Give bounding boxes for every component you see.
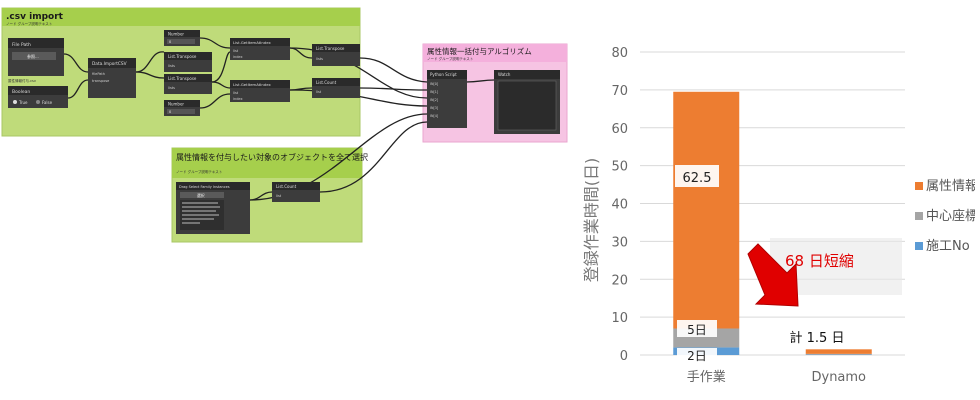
label-dynamo-total: 計 1.5 日 xyxy=(790,330,845,346)
node-number-2[interactable]: Number 0 xyxy=(164,100,200,116)
legend-label-center: 中心座標 xyxy=(926,209,975,224)
svg-text:Boolean: Boolean xyxy=(12,89,30,95)
svg-text:index: index xyxy=(233,55,243,59)
node-python-script[interactable]: Python Script IN[0] IN[1] IN[2] IN[3] IN… xyxy=(427,70,467,128)
svg-text:IN[1]: IN[1] xyxy=(430,90,438,94)
svg-text:filePath: filePath xyxy=(92,72,105,76)
svg-text:Drag Select Family Instances: Drag Select Family Instances xyxy=(179,185,230,189)
svg-text:lists: lists xyxy=(316,57,323,61)
y-tick-label: 20 xyxy=(611,273,628,288)
svg-text:List.Transpose: List.Transpose xyxy=(168,76,197,81)
svg-text:Watch: Watch xyxy=(498,72,511,77)
x-tick-label: 手作業 xyxy=(687,369,726,385)
bar-segment xyxy=(805,353,872,355)
svg-text:Number: Number xyxy=(168,32,184,37)
svg-text:List.Count: List.Count xyxy=(316,80,337,85)
legend-swatch-no xyxy=(915,242,923,250)
node-import-csv[interactable]: Data.ImportCSV filePath transpose xyxy=(88,58,136,98)
bar-segment xyxy=(673,91,740,329)
node-list-transpose-1[interactable]: List.Transpose lists xyxy=(164,52,212,72)
file-path-value: 属性情報付与.csv xyxy=(8,78,36,83)
y-tick-label: 10 xyxy=(611,311,628,326)
group-select-subtitle: ノード グループ説明テキスト xyxy=(176,169,222,174)
y-tick-label: 80 xyxy=(611,46,628,61)
y-tick-label: 40 xyxy=(611,198,628,213)
group-algo-subtitle: ノード グループ説明テキスト xyxy=(427,56,473,61)
node-number-1[interactable]: Number 0 xyxy=(164,30,200,46)
svg-text:index: index xyxy=(233,97,243,101)
svg-text:List.Count: List.Count xyxy=(276,184,297,189)
y-tick-label: 0 xyxy=(620,349,628,364)
boolean-false-radio[interactable] xyxy=(36,100,40,104)
y-tick-label: 30 xyxy=(611,235,628,250)
node-list-transpose-2[interactable]: List.Transpose lists xyxy=(164,74,212,94)
svg-text:IN[4]: IN[4] xyxy=(430,114,438,118)
y-axis-ticks: 0 10 20 30 40 50 60 70 80 xyxy=(611,46,628,364)
y-axis-label: 登録作業時間(日) xyxy=(582,158,601,283)
annotation-text: 68 日短縮 xyxy=(785,252,854,270)
node-get-item-1[interactable]: List.GetItemAtIndex list index xyxy=(230,38,290,60)
selected-ids-list xyxy=(182,202,220,224)
y-tick-label: 70 xyxy=(611,84,628,99)
file-path-browse-button[interactable] xyxy=(12,52,56,60)
svg-text:0: 0 xyxy=(169,110,171,114)
group-algo-title: 属性情報一括付与アルゴリズム xyxy=(427,46,532,56)
label-manual-center: 5日 xyxy=(687,323,707,337)
node-select-elements[interactable]: Drag Select Family Instances 選択 xyxy=(176,182,250,234)
legend-label-no: 施工No xyxy=(926,239,970,254)
svg-text:IN[0]: IN[0] xyxy=(430,82,438,86)
node-boolean[interactable]: Boolean True False xyxy=(8,86,68,108)
svg-text:List.Transpose: List.Transpose xyxy=(316,46,345,51)
svg-text:参照...: 参照... xyxy=(27,53,39,59)
red-arrow xyxy=(747,243,799,307)
x-axis-ticks: 手作業 Dynamo xyxy=(687,369,866,385)
node-watch[interactable]: Watch xyxy=(494,70,560,134)
group-csv-title: .csv import xyxy=(6,12,64,22)
bar-segment xyxy=(805,349,872,354)
node-file-path[interactable]: File Path 参照... 属性情報付与.csv xyxy=(8,38,64,83)
svg-text:list: list xyxy=(276,194,282,198)
select-button[interactable] xyxy=(180,192,224,198)
svg-text:False: False xyxy=(42,100,53,105)
data-labels: 62.5 5日 2日 計 1.5 日 xyxy=(675,165,844,363)
legend-swatch-center xyxy=(915,212,923,220)
legend-swatch-attr xyxy=(915,182,923,190)
node-get-item-2[interactable]: List.GetItemAtIndex list index xyxy=(230,80,290,102)
node-list-transpose-3[interactable]: List.Transpose lists xyxy=(312,44,360,66)
group-select-title: 属性情報を付与したい対象のオブジェクトを全て選択 xyxy=(176,152,368,162)
node-list-count-1[interactable]: List.Count list xyxy=(312,78,360,98)
svg-text:File Path: File Path xyxy=(12,42,31,48)
legend: 属性情報 中心座標 施工No xyxy=(915,179,975,254)
bar-chart: 0 10 20 30 40 50 60 70 80 登録作業時間(日) 手作業 Dynamo 62… xyxy=(582,46,975,385)
svg-text:0: 0 xyxy=(169,40,171,44)
label-manual-no: 2日 xyxy=(687,349,707,363)
x-tick-label: Dynamo xyxy=(811,370,866,385)
svg-text:Python Script: Python Script xyxy=(430,72,457,77)
y-tick-label: 60 xyxy=(611,122,628,137)
group-csv-subtitle: ノード グループ説明テキスト xyxy=(6,21,52,26)
boolean-true-radio[interactable] xyxy=(13,100,17,104)
y-tick-label: 50 xyxy=(611,160,628,175)
svg-text:IN[2]: IN[2] xyxy=(430,98,438,102)
legend-label-attr: 属性情報 xyxy=(926,179,975,194)
svg-text:List.GetItemAtIndex: List.GetItemAtIndex xyxy=(233,40,271,45)
svg-text:IN[3]: IN[3] xyxy=(430,106,438,110)
label-manual-attr: 62.5 xyxy=(683,171,712,186)
svg-text:選択: 選択 xyxy=(197,193,205,198)
svg-text:Number: Number xyxy=(168,102,184,107)
svg-text:List.Transpose: List.Transpose xyxy=(168,54,197,59)
svg-text:list: list xyxy=(233,91,239,95)
svg-text:List.GetItemAtIndex: List.GetItemAtIndex xyxy=(233,82,271,87)
node-list-count-2[interactable]: List.Count list xyxy=(272,182,320,202)
svg-text:lists: lists xyxy=(168,86,175,90)
svg-text:list: list xyxy=(233,49,239,53)
chart-bars xyxy=(673,91,872,355)
svg-text:True: True xyxy=(18,100,28,105)
dynamo-graph: .csv import ノード グループ説明テキスト 属性情報を付与したい対象の… xyxy=(1,7,568,243)
svg-text:Data.ImportCSV: Data.ImportCSV xyxy=(92,61,127,67)
svg-text:transpose: transpose xyxy=(92,79,109,83)
svg-text:lists: lists xyxy=(168,64,175,68)
svg-text:list: list xyxy=(316,90,322,94)
